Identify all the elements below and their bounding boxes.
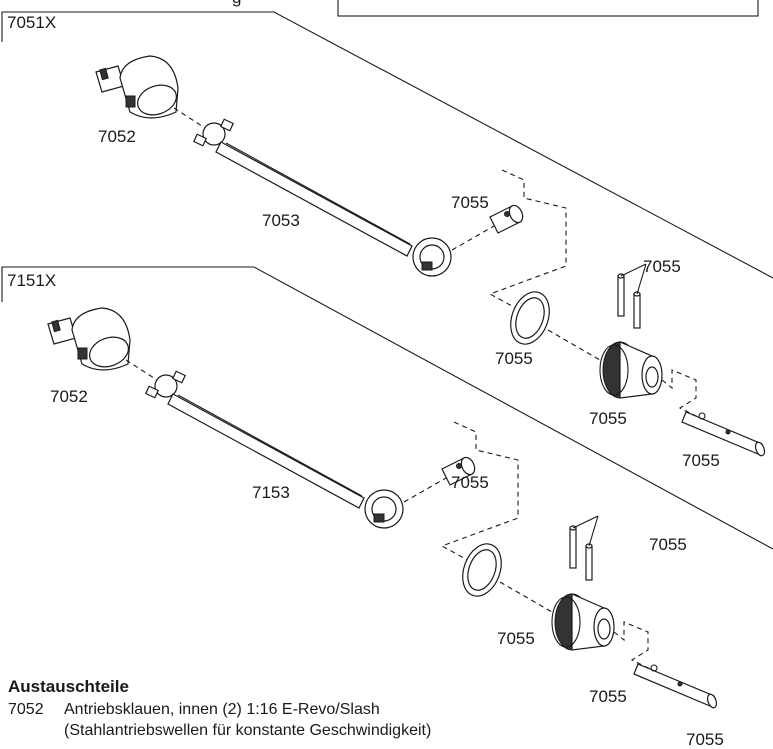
- part-label-7055: 7055: [643, 257, 681, 276]
- part-label-7055: 7055: [589, 687, 627, 706]
- group-7051x: 7051X 7052 7053 7055 7055 7055 7055 7055: [1, 11, 773, 470]
- legend-item-continuation: (Stahlantriebswellen für konstante Gesch…: [8, 720, 608, 741]
- replacement-parts-legend: Austauschteile 7052 Antriebsklauen, inne…: [8, 677, 608, 741]
- part-label-7052: 7052: [50, 387, 88, 406]
- group-frame-line: [1, 11, 773, 279]
- part-label-7053: 7053: [262, 211, 300, 230]
- group-7151x: 7151X 7052 7153 7055 7055 7055 7055 7055: [1, 266, 773, 749]
- legend-title: Austauschteile: [8, 677, 129, 696]
- part-label-7052: 7052: [98, 127, 136, 146]
- group-frame-line: [1, 266, 773, 550]
- part-label-7055: 7055: [589, 409, 627, 428]
- legend-item: 7052 Antriebsklauen, innen (2) 1:16 E-Re…: [8, 699, 608, 720]
- part-label-7055: 7055: [649, 535, 687, 554]
- header-partial-text: g: [232, 0, 241, 7]
- part-label-7153: 7153: [252, 483, 290, 502]
- header-box: [337, 0, 759, 17]
- part-label-7055: 7055: [451, 473, 489, 492]
- part-label-7055: 7055: [497, 629, 535, 648]
- legend-item-description: Antriebsklauen, innen (2) 1:16 E-Revo/Sl…: [64, 701, 380, 718]
- group-name: 7151X: [7, 271, 56, 290]
- part-label-7055: 7055: [495, 349, 533, 368]
- group-name: 7051X: [7, 13, 56, 32]
- legend-item-description-line-2: (Stahlantriebswellen für konstante Gesch…: [64, 722, 432, 739]
- part-label-7055: 7055: [451, 193, 489, 212]
- part-label-7055: 7055: [682, 451, 720, 470]
- part-label-7055: 7055: [686, 730, 724, 749]
- legend-item-number: 7052: [8, 701, 44, 718]
